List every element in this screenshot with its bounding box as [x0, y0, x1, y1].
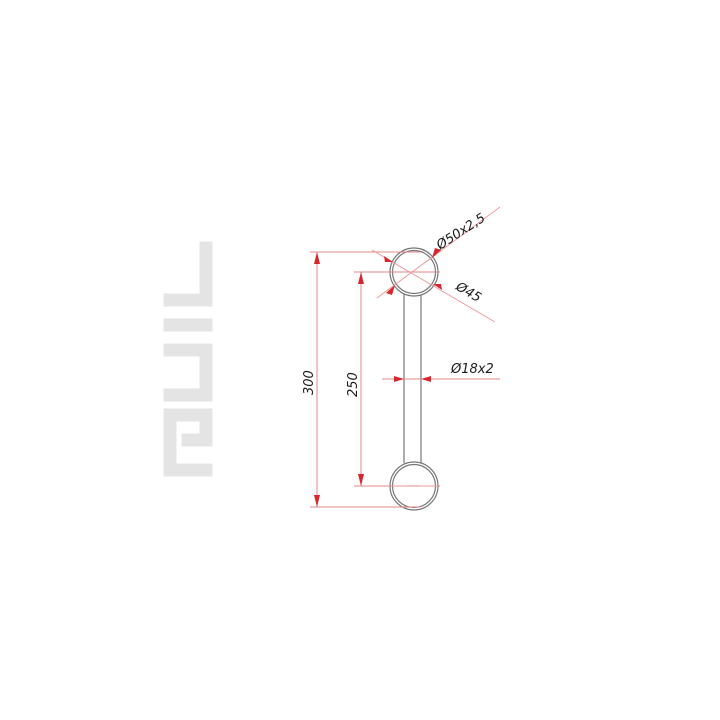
dim-label-main-tube: Ø50x2,5: [433, 211, 488, 254]
dim-label-250: 250: [346, 372, 361, 397]
dimension-main-tube-inner: [371, 249, 496, 323]
dimension-overall-height: [310, 251, 420, 508]
dimension-main-tube-diameter: [376, 206, 501, 299]
dim-label-main-tube-inner: Ø45: [452, 279, 484, 306]
dim-label-300: 300: [302, 370, 317, 395]
guil-logo: [163, 241, 213, 477]
dim-label-brace-tube: Ø18x2: [450, 362, 494, 377]
dimension-brace-tube: [382, 376, 500, 382]
